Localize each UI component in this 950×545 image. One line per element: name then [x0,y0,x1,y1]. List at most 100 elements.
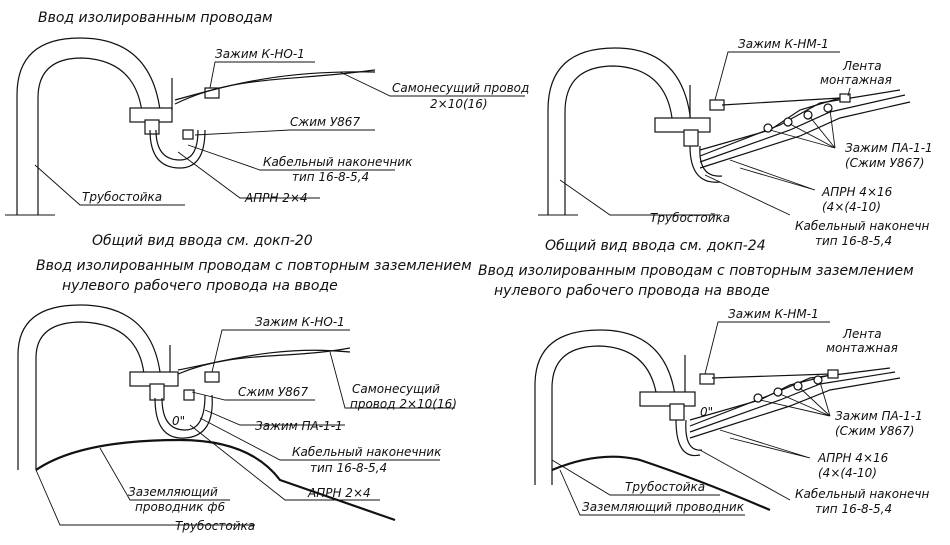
loop-4b [685,419,703,451]
press-box-1 [182,129,194,140]
leader-press-1 [194,129,375,136]
panel-3-title-1: Ввод изолированным проводам с повторным … [36,258,472,274]
label-clamp-2: Зажим К-НМ-1 [738,37,829,51]
label-pipe-1: Трубостойка [82,190,162,204]
pa-clamp-4a [753,393,763,403]
loop-3a [154,394,213,439]
twisted-wire-3a [177,349,351,371]
panel-3: Ввод изолированным проводам с повторным … [17,258,472,533]
label-ground-4: Заземляющий проводник [582,500,745,514]
clamp-ko-1 [204,87,220,99]
leader-pa-3 [204,409,345,426]
label-tape-4b: монтажная [826,341,898,355]
loop-3b [161,394,206,431]
wire-4b [689,367,891,427]
label-lug-4a: Кабельный наконечн [795,487,929,501]
panel-1: Ввод изолированным проводам Зажим К-НО-1… [5,10,529,249]
label-lug-4b: тип 16-8-5,4 [815,502,892,516]
ground-conductor-3 [35,438,396,522]
twisted-wire-1a [174,71,376,101]
loop-2a [689,145,721,183]
label-tape-2a: Лента [842,59,882,73]
leader-clamp-4 [704,321,830,375]
label-pa-3: Зажим ПА-1-1 [255,419,343,433]
label-lug-1a: Кабельный наконечник [263,155,413,169]
wire-2c [699,94,906,163]
press-box-3 [183,389,195,401]
label-press-3: Сжим У867 [238,385,308,399]
wire-4d [689,377,901,439]
label-lug-3b: тип 16-8-5,4 [310,461,387,475]
leader-ground-3 [99,447,230,501]
pipe-stand-3 [17,304,161,470]
label-lug-2a: Кабельный наконечн [795,219,929,233]
leader-pipe-2 [559,179,720,216]
panel-4: Ввод изолированным проводам с повторным … [478,263,929,516]
loop-4a [675,419,701,457]
leader-pipe-4 [551,459,720,496]
label-lug-2b: тип 16-8-5,4 [815,234,892,248]
label-tape-4a: Лента [842,327,882,341]
clamp-body-4 [669,403,685,421]
label-clamp-4: Зажим К-НМ-1 [728,307,819,321]
leader-aprn-2 [729,159,816,191]
pa-clamp-2a [763,123,773,133]
leader-wire-3 [329,351,455,409]
label-aprn-2a: АПРН 4×16 [821,185,893,199]
wire-2d [699,101,911,169]
clamp-body-1 [144,119,160,135]
clamp-ko-3 [204,371,220,383]
tape-box-2 [839,93,851,103]
label-wire-1b: 2×10(16) [430,97,488,111]
pa-clamp-4d [813,375,823,385]
label-pa-2b: (Сжим У867) [845,156,924,170]
zero-mark-3: 0" [172,414,185,428]
panel-4-title-2: нулевого рабочего провода на вводе [494,283,770,299]
pa-clamp-2d [823,103,833,113]
leader-wire-1 [339,71,525,97]
pipe-stand-4 [534,329,676,485]
leader-ground-4 [559,469,745,516]
loop-2b [699,145,723,177]
pipe-stand-1 [16,37,161,215]
caption-1: Общий вид ввода см. докп-20 [92,233,313,249]
leader-pa-2 [769,109,836,149]
label-wire-3a: Самонесущий [352,382,440,396]
ground-conductor-4 [551,455,771,512]
twisted-wire-1b [174,69,376,105]
label-pa-4a: Зажим ПА-1-1 [835,409,923,423]
clamp-nm-2 [709,99,725,111]
leader-aprn-3 [189,424,380,501]
label-aprn-2b: (4×(4-10) [822,200,881,214]
label-lug-1b: тип 16-8-5,4 [292,170,369,184]
label-pipe-3: Трубостойка [175,519,255,533]
leader-clamp-2 [714,51,840,101]
leader-lug-3 [199,417,440,461]
leader-pipe-1 [34,164,185,206]
label-ground-3a: Заземляющий [128,485,218,499]
label-clamp-3: Зажим К-НО-1 [255,315,345,329]
clamp-nm-4 [699,373,715,385]
label-press-1: Сжим У867 [290,115,360,129]
leader-lug-1 [187,144,395,171]
caption-2: Общий вид ввода см. докп-24 [545,238,766,254]
label-clamp-1: Зажим К-НО-1 [215,47,305,61]
label-pa-2a: Зажим ПА-1-1 [845,141,933,155]
loop-1b [155,129,199,161]
panel-4-title-1: Ввод изолированным проводам с повторным … [478,263,914,279]
leader-pa-4 [759,381,831,417]
loop-1a [149,129,206,169]
panel-2: Зажим К-НМ-1 Лента монтажная Зажим ПА-1-… [538,37,933,254]
pipe-stand-2 [547,47,691,215]
label-aprn-1: АПРН 2×4 [244,191,308,205]
leader-aprn-1 [177,151,320,199]
label-aprn-4b: (4×(4-10) [818,466,877,480]
label-pa-4b: (Сжим У867) [835,424,914,438]
panel-1-title: Ввод изолированным проводам [38,10,273,26]
wire-2b [699,89,901,157]
label-wire-3b: провод 2×10(16) [350,397,457,411]
label-ground-3b: проводник ф6 [135,500,225,514]
label-tape-2b: монтажная [820,73,892,87]
clamp-body-3 [149,383,165,401]
